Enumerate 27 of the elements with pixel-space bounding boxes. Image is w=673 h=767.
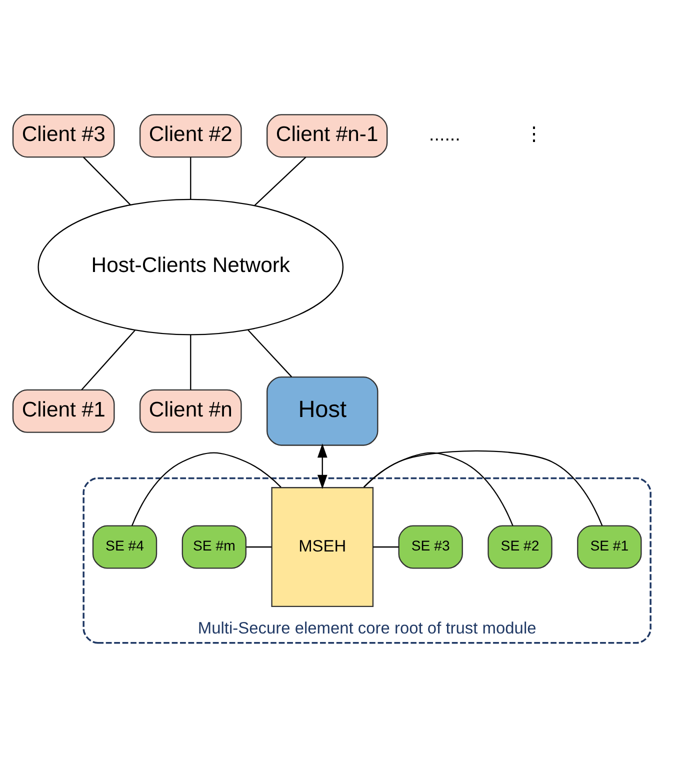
connector xyxy=(254,156,306,206)
connector xyxy=(246,546,272,548)
label: ...... xyxy=(429,123,460,144)
connector xyxy=(363,452,514,526)
node-box: MSEH xyxy=(271,487,374,607)
label: ⋮ xyxy=(524,123,544,144)
node-box: SE #m xyxy=(182,525,246,569)
connector xyxy=(190,334,192,390)
connector xyxy=(248,330,292,378)
connector xyxy=(190,157,192,200)
connector xyxy=(81,330,136,390)
node-box: Client #n-1 xyxy=(266,114,388,158)
node-box: Host xyxy=(266,376,378,446)
node-box: SE #4 xyxy=(92,525,158,569)
node-box: Client #1 xyxy=(12,389,115,433)
node-ellipse: Host-Clients Network xyxy=(38,198,344,336)
node-box: SE #3 xyxy=(398,525,463,569)
connector xyxy=(131,452,282,526)
node-box: Client #2 xyxy=(139,114,242,158)
node-box: SE #1 xyxy=(577,525,642,569)
connector xyxy=(373,546,399,548)
node-box: SE #2 xyxy=(488,525,552,569)
connector xyxy=(83,156,131,206)
arrow xyxy=(317,444,328,489)
connector xyxy=(363,450,603,526)
node-box: Client #3 xyxy=(12,114,115,158)
node-box: Client #n xyxy=(139,389,242,433)
